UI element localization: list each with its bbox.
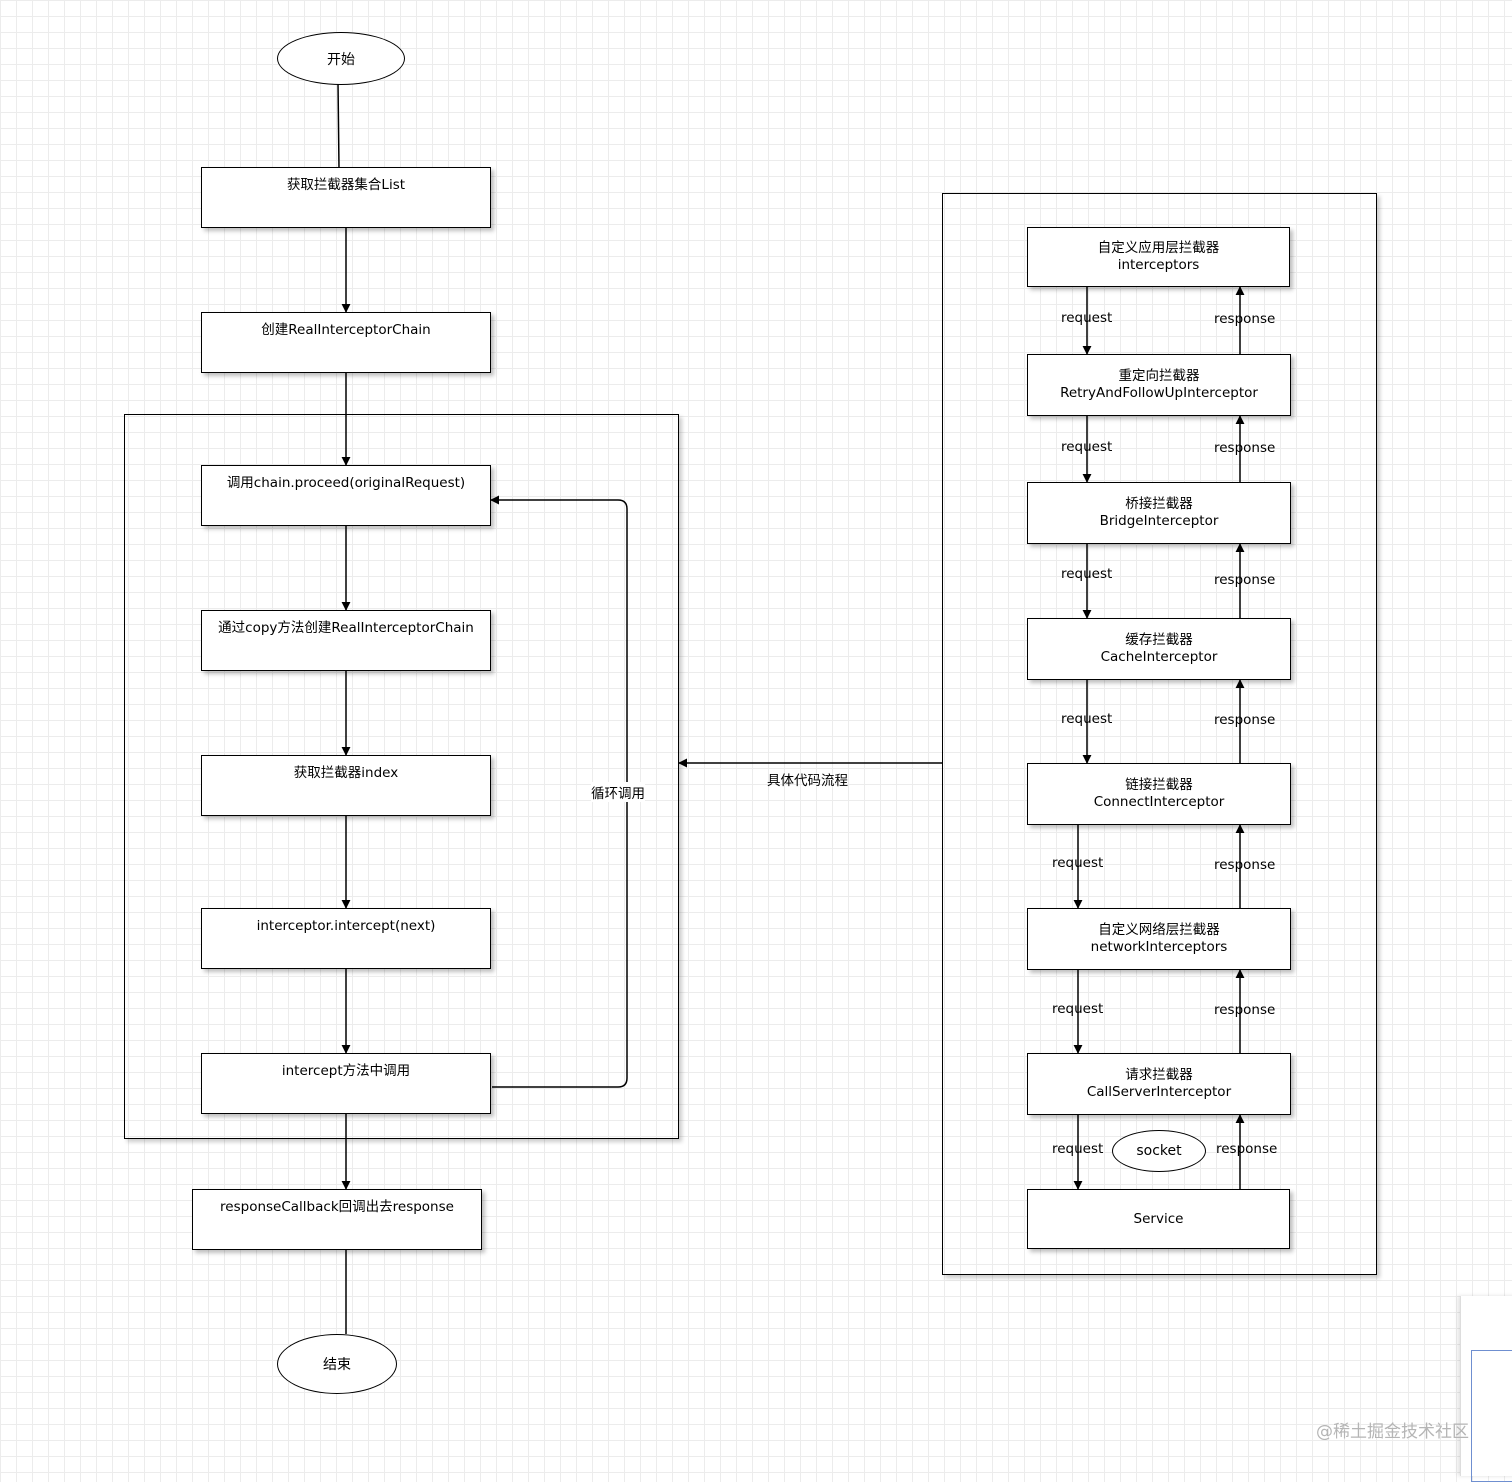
end-label: 结束 (323, 1357, 351, 1373)
response-label: response (1214, 440, 1276, 456)
step-response-callback: responseCallback回调出去response (192, 1189, 482, 1250)
request-label: request (1061, 711, 1113, 727)
interceptor-name-cn: 缓存拦截器 (1125, 632, 1193, 648)
response-label: response (1214, 857, 1276, 873)
interceptor-name-cn: 请求拦截器 (1125, 1067, 1193, 1083)
socket-node: socket (1112, 1130, 1206, 1172)
step-label: 获取拦截器集合List (286, 177, 406, 193)
interceptor-name-cn: 自定义网络层拦截器 (1098, 922, 1220, 938)
step-label: responseCallback回调出去response (220, 1199, 454, 1215)
step-chain-proceed: 调用chain.proceed(originalRequest) (201, 465, 491, 526)
response-label: response (1214, 1002, 1276, 1018)
response-label: response (1214, 311, 1276, 327)
interceptor-cache: 缓存拦截器 CacheInterceptor (1027, 618, 1291, 680)
interceptor-connect: 链接拦截器 ConnectInterceptor (1027, 763, 1291, 825)
step-get-index: 获取拦截器index (201, 755, 491, 816)
start-node: 开始 (277, 32, 405, 85)
watermark: @稀土掘金技术社区 (1316, 1422, 1469, 1442)
interceptor-network-layer: 自定义网络层拦截器 networkInterceptors (1027, 908, 1291, 970)
arrow-start-to-step1 (337, 82, 340, 169)
request-label: request (1052, 855, 1104, 871)
interceptor-name-en: networkInterceptors (1090, 939, 1228, 955)
interceptor-name-cn: 重定向拦截器 (1118, 368, 1200, 384)
interceptor-chain-frame (942, 193, 1377, 1275)
interceptor-name-cn: 链接拦截器 (1125, 777, 1193, 793)
interceptor-name-en: ConnectInterceptor (1093, 794, 1225, 810)
service-label: Service (1133, 1210, 1184, 1227)
step-label: 获取拦截器index (293, 765, 399, 781)
step-label: intercept方法中调用 (281, 1063, 411, 1079)
request-label: request (1052, 1141, 1104, 1157)
interceptor-name-cn: 桥接拦截器 (1125, 496, 1193, 512)
request-label: request (1061, 566, 1113, 582)
adjacent-panel-edge (1460, 1296, 1512, 1482)
start-label: 开始 (327, 51, 355, 68)
interceptor-bridge: 桥接拦截器 BridgeInterceptor (1027, 482, 1291, 544)
request-label: request (1061, 439, 1113, 455)
request-label: request (1061, 310, 1113, 326)
request-label: request (1052, 1001, 1104, 1017)
step-intercept-next: interceptor.intercept(next) (201, 908, 491, 969)
loop-group-frame (124, 414, 679, 1139)
interceptor-name-en: BridgeInterceptor (1099, 513, 1219, 529)
step-label: interceptor.intercept(next) (256, 918, 436, 934)
interceptor-call-server: 请求拦截器 CallServerInterceptor (1027, 1053, 1291, 1115)
step-get-interceptor-list: 获取拦截器集合List (201, 167, 491, 228)
interceptor-name-en: CallServerInterceptor (1086, 1084, 1232, 1100)
interceptor-app-layer: 自定义应用层拦截器 interceptors (1027, 227, 1290, 287)
interceptor-retry: 重定向拦截器 RetryAndFollowUpInterceptor (1027, 354, 1291, 416)
response-label: response (1214, 712, 1276, 728)
step-label: 调用chain.proceed(originalRequest) (226, 475, 466, 491)
step-copy-chain: 通过copy方法创建RealInterceptorChain (201, 610, 491, 671)
response-label: response (1216, 1141, 1278, 1157)
interceptor-name-cn: 自定义应用层拦截器 (1097, 240, 1220, 256)
step-label: 通过copy方法创建RealInterceptorChain (218, 620, 474, 636)
socket-label: socket (1136, 1143, 1182, 1159)
interceptor-name-en: RetryAndFollowUpInterceptor (1060, 385, 1258, 401)
step-call-in-intercept: intercept方法中调用 (201, 1053, 491, 1114)
interceptor-name-en: interceptors (1117, 257, 1200, 273)
detail-link-label: 具体代码流程 (767, 773, 848, 789)
interceptor-name-en: CacheInterceptor (1100, 649, 1218, 665)
step-label: 创建RealInterceptorChain (261, 322, 431, 338)
step-create-chain: 创建RealInterceptorChain (201, 312, 491, 373)
loop-label: 循环调用 (591, 782, 645, 802)
service-node: Service (1027, 1189, 1290, 1249)
end-node: 结束 (277, 1334, 397, 1394)
response-label: response (1214, 572, 1276, 588)
